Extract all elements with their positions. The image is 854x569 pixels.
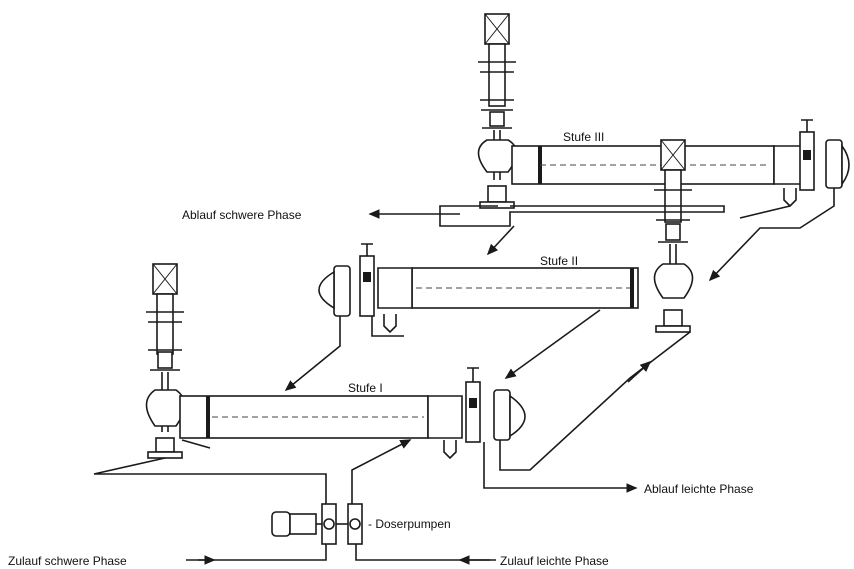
inlet-heavy-label: Zulauf schwere Phase <box>8 554 127 568</box>
stage-1-unit <box>145 263 526 460</box>
outlet-heavy-label: Ablauf schwere Phase <box>182 208 302 222</box>
stage-2-unit <box>318 139 694 334</box>
inlet-light-label: Zulauf leichte Phase <box>500 554 609 568</box>
flow-lines <box>93 188 835 565</box>
outlet-light-label: Ablauf leichte Phase <box>644 482 754 496</box>
stage-3-unit <box>477 13 850 209</box>
dosing-pumps-label: - Doserpumpen <box>368 517 451 531</box>
stage-1-label: Stufe I <box>348 381 383 395</box>
stage-2-label: Stufe II <box>540 254 578 268</box>
stage-2-pipe <box>411 267 639 309</box>
stage-3-label: Stufe III <box>563 130 604 144</box>
dosing-pumps <box>271 503 363 545</box>
